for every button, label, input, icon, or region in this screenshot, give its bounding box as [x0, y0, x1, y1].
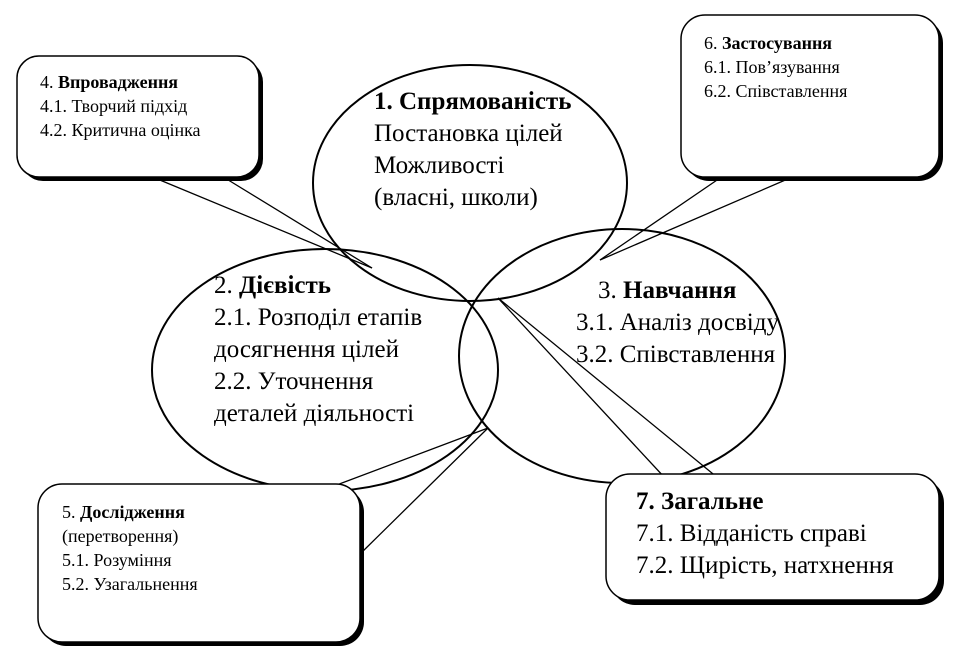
callout-6-box	[680, 14, 940, 178]
callout-5-heading: 5. Дослідження	[62, 500, 198, 524]
callout-6-text: 6. Застосування 6.1. Пов’язування 6.2. С…	[704, 31, 847, 103]
callout-6-heading-word: Застосування	[722, 33, 833, 53]
callout-6-line: 6.1. Пов’язування	[704, 57, 840, 77]
circle-3-line: 3.1. Аналіз досвіду	[576, 309, 779, 336]
callout-5-text: 5. Дослідження (перетворення) 5.1. Розум…	[62, 500, 198, 596]
circle-2-text: 2. Дієвість 2.1. Розподіл етапів досягне…	[214, 270, 422, 430]
callout-4-text: 4. Впровадження 4.1. Творчий підхід 4.2.…	[40, 70, 201, 142]
callout-7-heading: 7. Загальне	[636, 488, 764, 515]
callout-4-line: 4.2. Критична оцінка	[40, 120, 201, 140]
circle-1-heading: 1. Спрямованість	[374, 88, 572, 115]
callout-5-heading-word: Дослідження	[80, 502, 185, 522]
circle-2-heading: 2. Дієвість	[214, 270, 422, 302]
callout-5-heading-number: 5.	[62, 502, 80, 522]
callout-5-line: 5.2. Узагальнення	[62, 574, 198, 594]
circle-3-heading-number: 3.	[598, 277, 623, 304]
circle-2-heading-number: 2.	[214, 272, 239, 299]
callout-5-pointer-a	[317, 427, 489, 493]
circle-3-heading-word: Навчання	[623, 277, 737, 304]
callout-4-pointer-b	[224, 177, 373, 269]
callout-6-pointer-a	[599, 177, 721, 261]
circle-3-line: 3.2. Співставлення	[576, 341, 776, 368]
circle-1-line: Можливості	[374, 152, 505, 179]
callout-4-heading-number: 4.	[40, 72, 58, 92]
callout-6-line: 6.2. Співставлення	[704, 81, 848, 101]
callout-5-pointer-b	[357, 427, 489, 557]
callout-6-heading: 6. Застосування	[704, 31, 847, 55]
callout-7-pointer-b	[497, 297, 719, 479]
circle-1-text: 1. Спрямованість Постановка цілей Можлив…	[374, 86, 571, 214]
circle-2-line: досягнення цілей	[214, 336, 399, 363]
callout-7-text: 7. Загальне 7.1. Відданість справі 7.2. …	[636, 486, 894, 582]
circle-1-outline	[312, 64, 628, 302]
callout-4-heading: 4. Впровадження	[40, 70, 201, 94]
callout-4-heading-word: Впровадження	[58, 72, 179, 92]
circle-1-line: (власні, школи)	[374, 184, 538, 211]
circle-2-line: 2.2. Уточнення	[214, 368, 374, 395]
callout-7-box	[605, 473, 940, 601]
callout-4-box	[16, 55, 260, 178]
callout-5-line: 5.1. Розуміння	[62, 550, 172, 570]
callout-7-pointer-a	[497, 297, 666, 479]
callout-6-pointer-b	[599, 177, 791, 261]
circle-2-line: 2.1. Розподіл етапів	[214, 304, 423, 331]
callout-5-box	[37, 483, 361, 643]
circle-2-heading-word: Дієвість	[239, 272, 331, 299]
circle-2-line: деталей діяльності	[214, 400, 415, 427]
circle-3-text: 3. Навчання 3.1. Аналіз досвіду 3.2. Спі…	[576, 275, 779, 371]
circle-3-heading: 3. Навчання	[576, 275, 779, 307]
callout-6-heading-number: 6.	[704, 33, 722, 53]
callout-7-line: 7.1. Відданість справі	[636, 520, 867, 547]
callout-4-line: 4.1. Творчий підхід	[40, 96, 188, 116]
circle-1-line: Постановка цілей	[374, 120, 563, 147]
callout-4-pointer-a	[154, 177, 373, 269]
callout-7-line: 7.2. Щирість, натхнення	[636, 552, 894, 579]
callout-5-line: (перетворення)	[62, 526, 179, 546]
